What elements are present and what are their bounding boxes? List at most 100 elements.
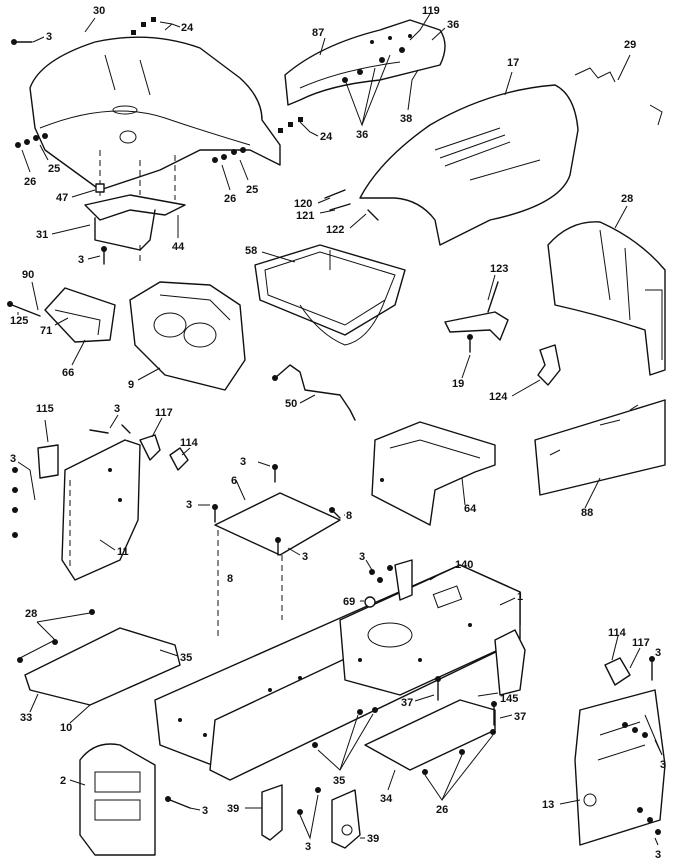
callout-38: 38	[400, 113, 412, 125]
frame-1	[154, 564, 521, 781]
leader-26a	[21, 149, 31, 173]
callout-8b: 8	[227, 573, 233, 585]
leader-36a	[431, 27, 446, 41]
leader-26b	[221, 164, 231, 191]
callout-2: 2	[60, 775, 66, 787]
leader-140	[429, 566, 456, 581]
callout-39a: 39	[227, 803, 239, 815]
leader-119	[409, 13, 431, 41]
leader-38	[407, 69, 419, 111]
callout-3e: 3	[240, 456, 246, 468]
bolt-3e	[272, 464, 278, 483]
rod-50	[272, 364, 356, 421]
callout-140: 140	[455, 559, 473, 571]
leader-6	[235, 479, 246, 501]
callout-29: 29	[624, 39, 636, 51]
callout-labels: 3 30 24 26 25 24 26 25 47 31 44 3 87 119…	[10, 5, 666, 861]
leader-28b-2	[36, 612, 91, 623]
bushing-47	[95, 183, 105, 193]
leader-30	[84, 17, 96, 33]
bolt-3g	[275, 537, 281, 556]
callout-31: 31	[36, 229, 48, 241]
callout-35a: 35	[180, 652, 192, 664]
bolt-19	[467, 334, 473, 353]
fasteners-120-122	[324, 189, 379, 221]
callout-24b: 24	[320, 131, 333, 143]
leader-33	[29, 693, 39, 713]
callout-64: 64	[464, 503, 477, 515]
callout-39b: 39	[367, 833, 379, 845]
floor-plate-33	[24, 627, 181, 706]
callout-119: 119	[422, 5, 440, 17]
panel-88	[534, 399, 666, 496]
leader-87	[319, 37, 326, 56]
leader-3i	[189, 807, 201, 811]
leader-120	[317, 197, 331, 204]
plate-34	[364, 699, 496, 771]
panel-71-66	[44, 287, 116, 343]
callout-114b: 114	[608, 627, 627, 639]
leader-26c	[424, 754, 463, 802]
callout-26c: 26	[436, 804, 448, 816]
callout-3b: 3	[78, 254, 84, 266]
callout-34: 34	[380, 793, 393, 805]
leader-24a-2	[164, 23, 173, 31]
leader-117a	[151, 417, 163, 438]
callout-124: 124	[489, 391, 508, 403]
bolts-3l	[622, 722, 648, 738]
callout-121: 121	[296, 210, 314, 222]
bolt-3k	[649, 656, 655, 681]
callout-25b: 25	[246, 184, 258, 196]
callout-44: 44	[172, 241, 185, 253]
leader-64	[461, 477, 466, 506]
callout-87: 87	[312, 27, 324, 39]
leader-3d	[109, 414, 119, 429]
side-panel-28	[547, 221, 666, 376]
callout-66: 66	[62, 367, 74, 379]
leader-36b-2	[361, 54, 391, 126]
leader-50	[299, 394, 316, 404]
callout-10: 10	[60, 722, 72, 734]
side-bracket	[494, 629, 526, 696]
screws-26-25-left	[15, 133, 48, 148]
leader-66	[71, 339, 86, 366]
pin-8a	[329, 507, 341, 519]
leader-25a	[39, 144, 49, 161]
bolts-37	[435, 676, 497, 726]
bolts-3h-140	[369, 559, 413, 601]
callout-25a: 25	[48, 163, 60, 175]
leader-35b-2	[339, 713, 374, 771]
callout-28b: 28	[25, 608, 37, 620]
leader-26c-2	[441, 734, 494, 801]
callout-28: 28	[621, 193, 633, 205]
callout-117a: 117	[155, 407, 173, 419]
callout-24a: 24	[181, 22, 194, 34]
callout-3i: 3	[202, 805, 208, 817]
callout-125: 125	[10, 315, 28, 327]
bracket-117	[139, 434, 161, 461]
leader-122	[349, 213, 367, 229]
bolts-26c	[422, 729, 496, 775]
callout-58: 58	[245, 245, 257, 257]
leader-3m	[654, 837, 659, 846]
bracket-123	[444, 281, 509, 341]
callout-114a: 114	[180, 437, 199, 449]
screws-26-25-right	[212, 147, 246, 163]
leader-3j	[299, 794, 319, 840]
clips-24a	[131, 17, 156, 35]
callout-3h: 3	[359, 551, 365, 563]
leader-9	[137, 367, 161, 381]
callout-13: 13	[542, 799, 554, 811]
callout-3m: 3	[655, 849, 661, 861]
callout-8a: 8	[346, 510, 352, 522]
leader-35a	[159, 649, 179, 657]
leader-47	[71, 189, 96, 198]
callout-37b: 37	[514, 711, 526, 723]
bolts-3m	[637, 807, 661, 835]
callout-9: 9	[128, 379, 134, 391]
panel-115-decal	[37, 444, 59, 479]
bolts-35	[312, 707, 378, 748]
leader-3h	[365, 559, 373, 571]
